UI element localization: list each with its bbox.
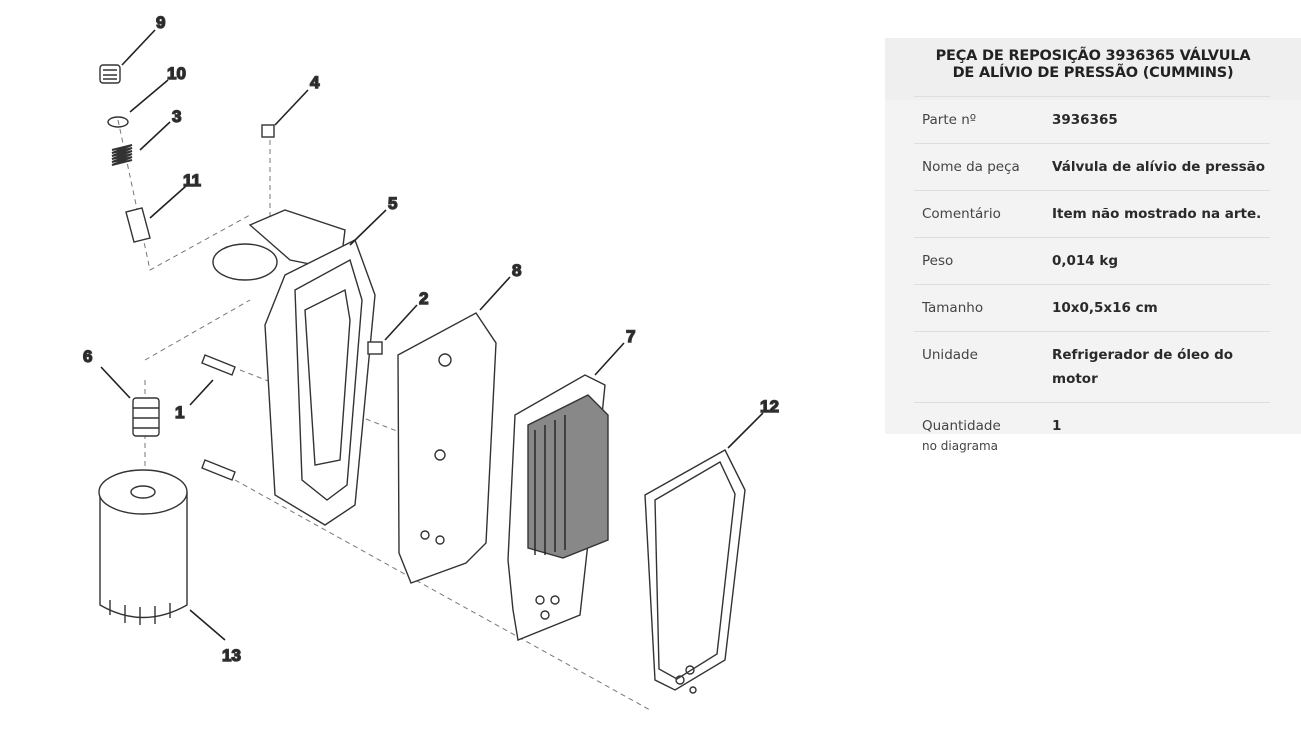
title-line-1: PEÇA DE REPOSIÇÃO 3936365 VÁLVULA <box>935 48 1251 64</box>
row-value: Refrigerador de óleo do motor <box>1052 331 1270 403</box>
part-12-gasket <box>644 449 746 694</box>
callout-2: 2 <box>419 289 428 308</box>
row-value: 3936365 <box>1052 96 1270 144</box>
part-details-panel: PEÇA DE REPOSIÇÃO 3936365 VÁLVULA DE ALÍ… <box>885 38 1301 465</box>
row-value: 10x0,5x16 cm <box>1052 284 1270 332</box>
panel-title: PEÇA DE REPOSIÇÃO 3936365 VÁLVULA DE ALÍ… <box>885 38 1301 100</box>
row-label: Comentário <box>914 190 1052 238</box>
row-value: Item não mostrado na arte. <box>1052 190 1270 238</box>
callout-9: 9 <box>156 13 165 32</box>
callout-7: 7 <box>626 327 635 346</box>
row-label: Nome da peça <box>914 143 1052 191</box>
row-value: 0,014 kg <box>1052 237 1270 285</box>
part-8-gasket <box>397 312 497 584</box>
part-5-housing <box>212 209 376 526</box>
callout-11: 11 <box>183 171 201 190</box>
callout-1: 1 <box>175 403 184 422</box>
callout-3: 3 <box>172 107 181 126</box>
callout-4: 4 <box>310 73 320 92</box>
row-label: Unidade <box>914 331 1052 403</box>
part-3-spring <box>111 144 133 166</box>
callout-6: 6 <box>83 347 92 366</box>
row-label: Tamanho <box>914 284 1052 332</box>
callout-labels: 9 10 3 11 4 5 2 8 7 6 1 12 13 <box>82 12 779 665</box>
part-6-fitting <box>132 397 160 437</box>
callout-13: 13 <box>222 646 241 665</box>
row-value: 1 <box>1052 402 1270 465</box>
part-10-oring <box>107 116 129 128</box>
row-label: Parte nº <box>914 96 1052 144</box>
callout-8: 8 <box>512 261 521 280</box>
part-4-plug <box>261 124 275 138</box>
callout-12: 12 <box>760 397 779 416</box>
part-7-oil-cooler <box>507 374 609 641</box>
part-9-plug <box>99 64 121 84</box>
leader-arrows <box>100 29 764 641</box>
row-value: Válvula de alívio de pressão <box>1052 143 1270 191</box>
exploded-parts-diagram: 9 10 3 11 4 5 2 8 7 6 1 12 13 <box>82 12 780 711</box>
callout-10: 10 <box>167 64 186 83</box>
row-label-main: Quantidade <box>922 418 1001 434</box>
callout-5: 5 <box>388 194 397 213</box>
table-row: Quantidade no diagrama 1 <box>914 402 1270 465</box>
part-2-plug <box>367 341 383 355</box>
title-line-2: DE ALÍVIO DE PRESSÃO (CUMMINS) <box>952 65 1234 81</box>
row-label-sub: no diagrama <box>922 439 999 453</box>
row-label: Peso <box>914 237 1052 285</box>
part-13-oil-filter <box>98 469 188 625</box>
part-1-bolts <box>201 354 236 481</box>
row-label: Quantidade no diagrama <box>914 402 1052 465</box>
part-11-plunger <box>125 207 151 243</box>
